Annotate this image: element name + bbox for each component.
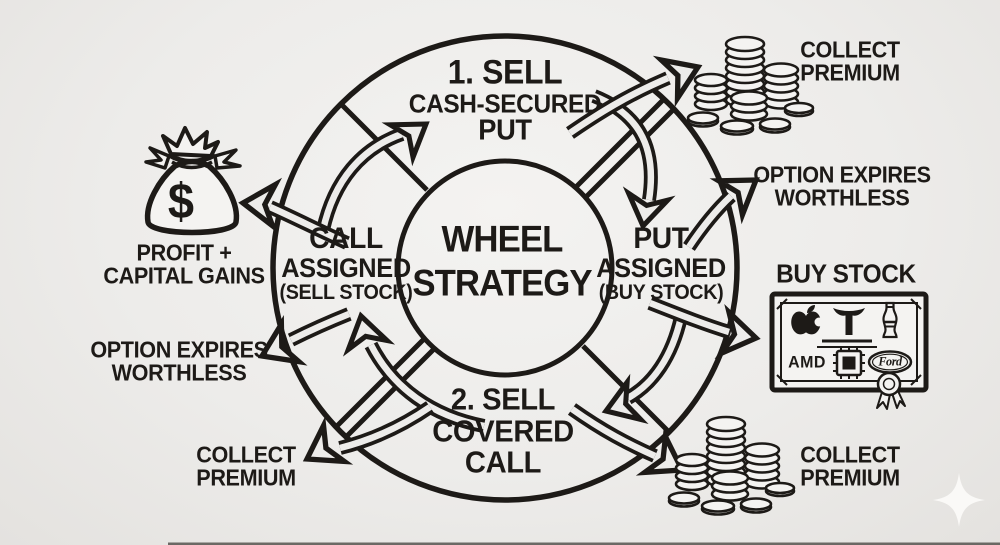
arrow-to-collect-premium-bottom-right	[567, 403, 687, 476]
arrow-bottom-to-left	[342, 311, 486, 433]
collect-premium-tr-line1: COLLECT	[800, 36, 900, 63]
label-option-expires-left: OPTION EXPIRES WORTHLESS	[90, 336, 268, 386]
arrow-right-to-bottom	[601, 315, 688, 424]
segment-label-call-assigned: CALL ASSIGNED (SELL STOCK)	[280, 224, 413, 304]
divider-bottom-left	[333, 337, 436, 440]
coin-pile-bottom-right-icon	[667, 415, 796, 516]
segment-top-line1: 1. SELL	[447, 53, 563, 92]
option-expires-right-line2: WORTHLESS	[774, 185, 910, 211]
amd-logo-text: AMD	[788, 352, 826, 372]
wheel-title: WHEEL STRATEGY	[412, 217, 592, 304]
arrow-to-buy-stock	[647, 296, 761, 360]
option-expires-right-line1: OPTION EXPIRES	[753, 161, 931, 188]
segment-left-line2: ASSIGNED	[281, 252, 411, 283]
arrow-to-collect-premium-bottom-left	[302, 401, 434, 465]
option-expires-left-line2: WORTHLESS	[111, 360, 247, 386]
cola-bottle-icon	[882, 301, 898, 339]
chip-icon	[833, 347, 865, 379]
arrow-to-collect-premium-top-right	[566, 55, 703, 139]
segment-left-line1: CALL	[309, 222, 383, 256]
label-option-expires-right: OPTION EXPIRES WORTHLESS	[753, 161, 931, 211]
money-bag-icon	[144, 126, 242, 236]
inner-circle	[395, 158, 615, 378]
ford-logo-icon	[867, 350, 913, 374]
buy-stock-text: BUY STOCK	[776, 258, 916, 289]
segment-label-sell-covered-call: 2. SELL COVERED CALL	[432, 381, 574, 480]
ford-text: Ford	[878, 353, 902, 369]
dollar-sign-text: $	[167, 173, 195, 230]
arrow-to-option-expires-left	[257, 307, 352, 366]
ford-logo-text: Ford	[878, 353, 902, 369]
segment-right-line2: ASSIGNED	[596, 252, 726, 283]
label-buy-stock: BUY STOCK	[776, 261, 916, 288]
label-collect-premium-bottom-left: COLLECT PREMIUM	[196, 441, 296, 491]
arrow-to-option-expires-right	[683, 177, 760, 251]
segment-right-line3: (BUY STOCK)	[598, 281, 724, 305]
wheel-title-line1: WHEEL	[441, 218, 564, 260]
ribbon-seal-icon	[876, 371, 906, 410]
table-edge-line	[168, 542, 1000, 545]
outer-circle	[270, 33, 740, 503]
segment-bottom-line1: 2. SELL	[450, 381, 556, 417]
apple-logo-icon	[791, 305, 824, 335]
dollar-sign: $	[167, 173, 195, 230]
divider-top-right	[574, 96, 677, 199]
arrow-left-to-top	[316, 121, 430, 232]
wheel-title-line2: STRATEGY	[412, 262, 592, 303]
arrow-to-profit-money-bag	[238, 177, 350, 250]
label-collect-premium-bottom-right: COLLECT PREMIUM	[800, 441, 900, 491]
collect-premium-br-line2: PREMIUM	[800, 465, 900, 491]
coin-pile-top-right-icon	[686, 35, 815, 136]
segment-label-sell-cash-secured-put: 1. SELL CASH-SECURED PUT	[408, 53, 602, 147]
label-profit-capital-gains: PROFIT + CAPITAL GAINS	[103, 239, 265, 289]
sparkle-icon	[933, 473, 985, 527]
option-expires-left-line1: OPTION EXPIRES	[90, 336, 268, 363]
collect-premium-br-line1: COLLECT	[800, 441, 900, 468]
segment-top-line3: PUT	[478, 114, 532, 147]
segment-right-line1: PUT	[633, 222, 689, 256]
collect-premium-bl-line2: PREMIUM	[196, 465, 296, 491]
collect-premium-tr-line2: PREMIUM	[800, 60, 900, 86]
segment-bottom-line3: CALL	[464, 444, 542, 480]
segment-label-put-assigned: PUT ASSIGNED (BUY STOCK)	[596, 224, 726, 304]
profit-line2: CAPITAL GAINS	[103, 263, 265, 289]
tesla-logo-icon	[833, 308, 865, 335]
profit-line1: PROFIT +	[136, 239, 232, 266]
segment-top-line2: CASH-SECURED	[408, 88, 602, 119]
segment-left-line3: (SELL STOCK)	[279, 281, 413, 305]
collect-premium-bl-line1: COLLECT	[196, 441, 296, 468]
amd-text: AMD	[788, 352, 826, 372]
label-collect-premium-top-right: COLLECT PREMIUM	[800, 36, 900, 86]
segment-bottom-line2: COVERED	[432, 413, 574, 449]
stock-certificate-icon	[769, 291, 929, 410]
